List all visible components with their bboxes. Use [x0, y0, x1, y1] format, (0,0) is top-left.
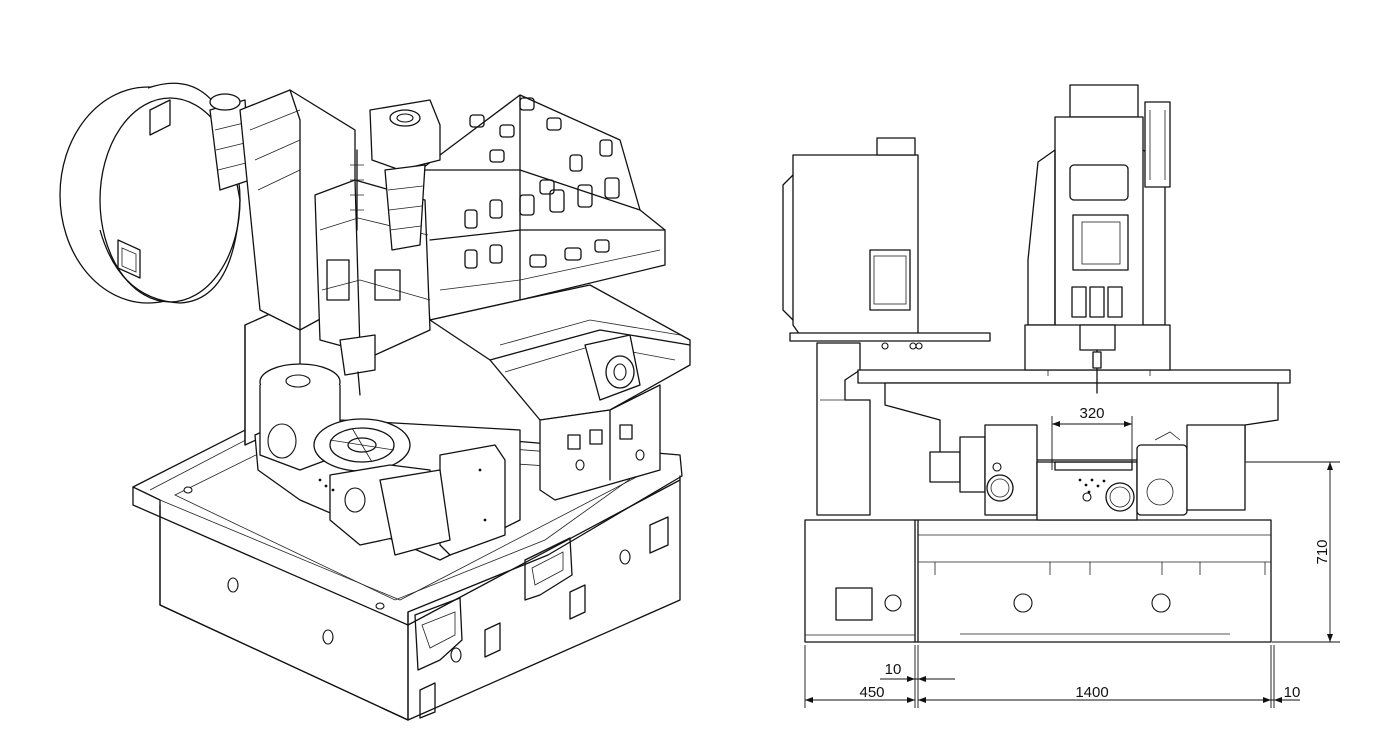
machine-base-iso — [132, 419, 683, 721]
isometric-view — [59, 82, 691, 721]
rotary-table-iso — [254, 363, 521, 561]
machine-base-front — [804, 519, 1272, 643]
rotary-front-dots — [1078, 478, 1106, 494]
dimension-bottom: 450 10 1400 10 — [804, 645, 1301, 708]
dimension-710-label: 710 — [1314, 539, 1331, 564]
magazine-front — [782, 137, 991, 350]
y-rails-iso — [429, 284, 691, 501]
z-carriage-iso — [314, 99, 441, 396]
rotary-bolt-dots — [318, 468, 487, 522]
dimension-1400-label: 1400 — [1075, 684, 1108, 701]
dimension-320: 320 — [1051, 405, 1133, 470]
saddle-iso — [419, 94, 666, 321]
dimension-710: 710 — [1245, 461, 1340, 643]
tool-magazine-iso — [59, 82, 251, 304]
saddle-pockets — [464, 97, 620, 269]
rotary-table-front — [929, 424, 1246, 521]
front-view — [782, 84, 1291, 643]
spindle-head-front — [1024, 84, 1171, 394]
dimension-320-label: 320 — [1079, 405, 1104, 422]
dimension-450-label: 450 — [859, 684, 884, 701]
dimension-10-right-label: 10 — [1284, 684, 1301, 701]
dimension-10-left-label: 10 — [885, 661, 902, 678]
dimension-lines: 320 710 450 10 140 — [804, 405, 1340, 708]
